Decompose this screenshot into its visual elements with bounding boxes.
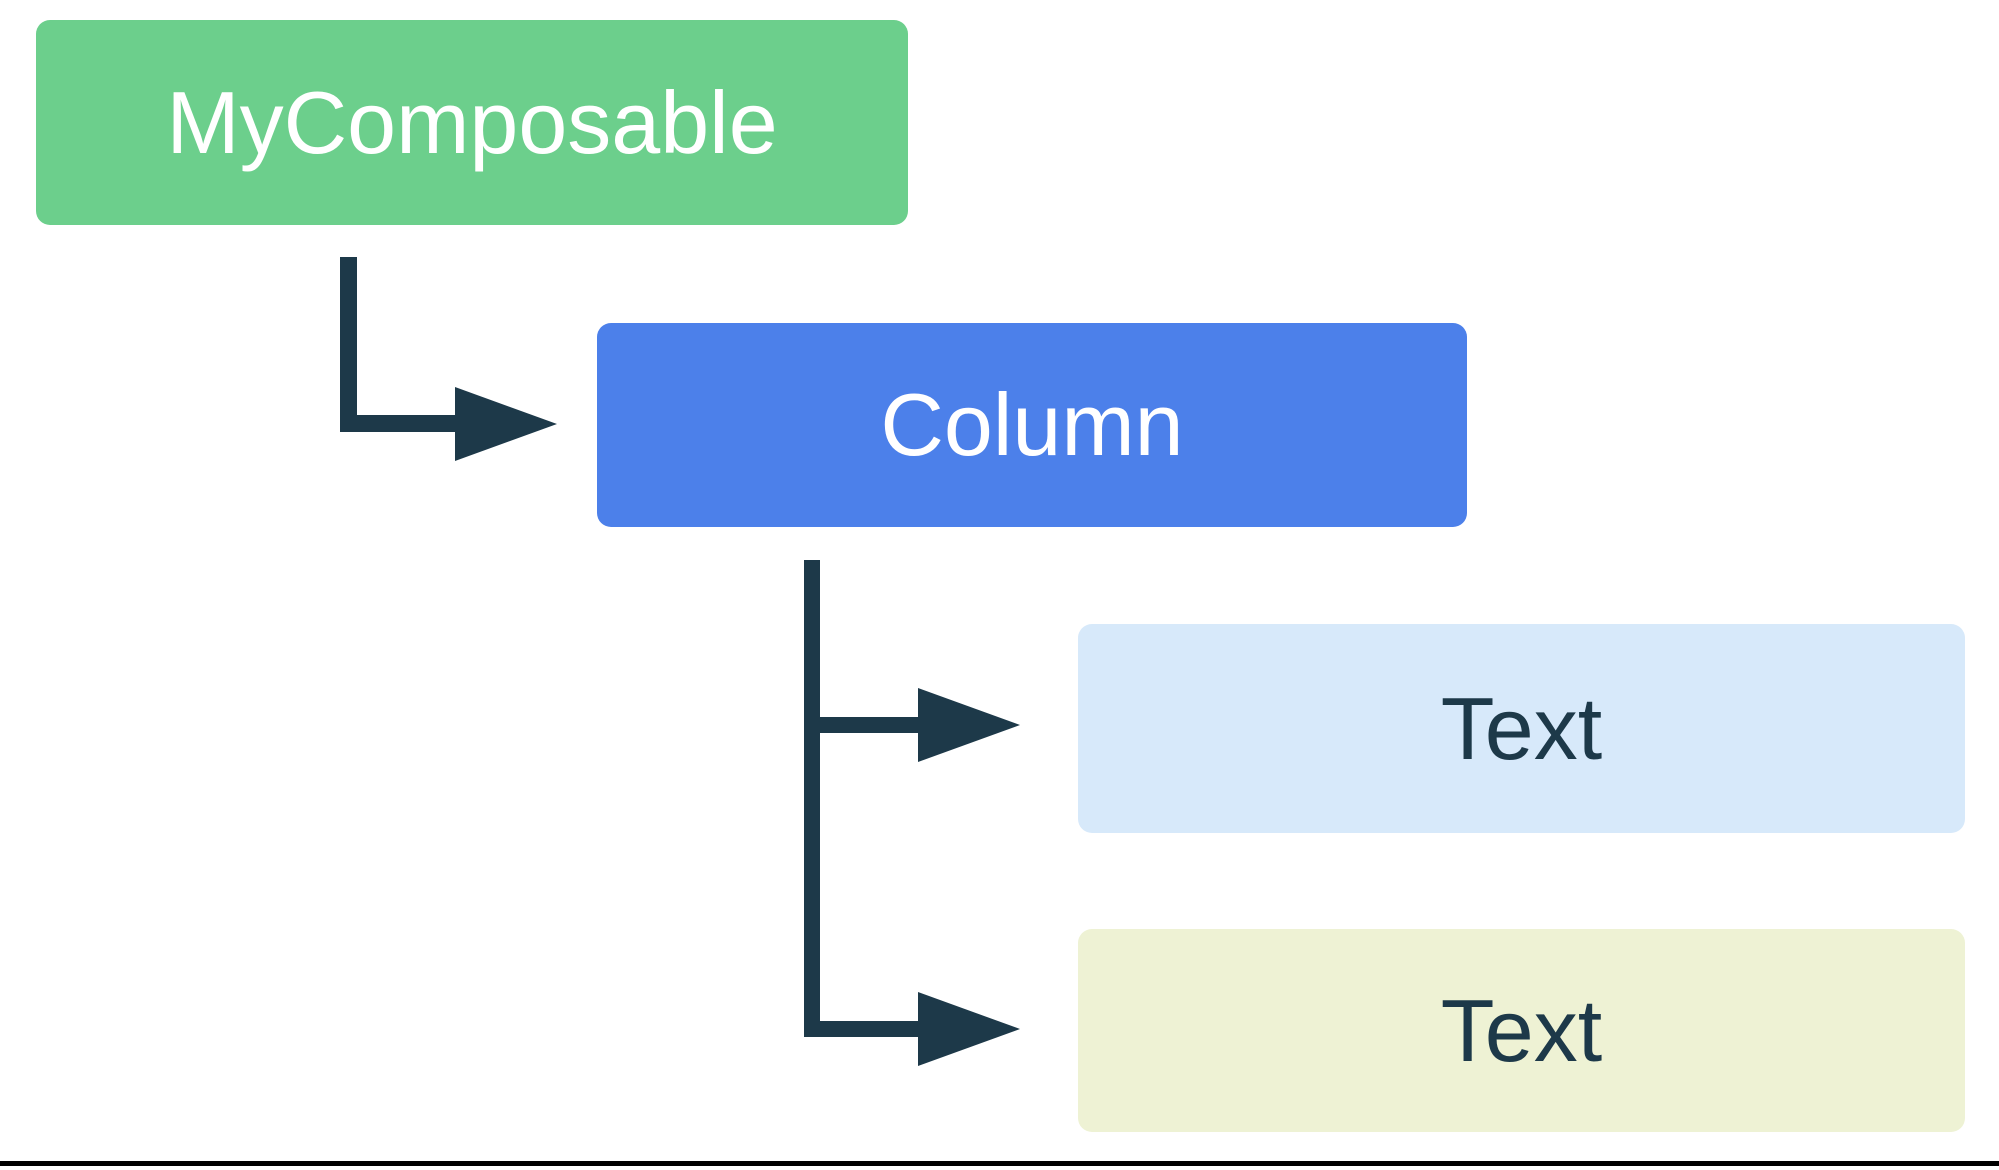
connector-horizontal-segment [340, 415, 460, 432]
arrowhead [918, 688, 1020, 762]
frame-bottom-line [0, 1161, 1999, 1166]
connector-branch-second [804, 1021, 922, 1037]
node-column-label: Column [880, 375, 1184, 474]
arrowhead [918, 992, 1020, 1066]
connector-vertical-segment [340, 257, 357, 432]
node-column: Column [597, 323, 1467, 527]
arrowhead [455, 387, 557, 461]
node-text-second-label: Text [1440, 980, 1603, 1080]
node-text-first: Text [1078, 624, 1965, 833]
node-text-second: Text [1078, 929, 1965, 1132]
node-mycomposable: MyComposable [36, 20, 908, 225]
connector-branch-first [804, 717, 922, 733]
connector-trunk-segment [804, 560, 820, 1037]
node-mycomposable-label: MyComposable [166, 72, 778, 172]
node-text-first-label: Text [1440, 678, 1603, 778]
